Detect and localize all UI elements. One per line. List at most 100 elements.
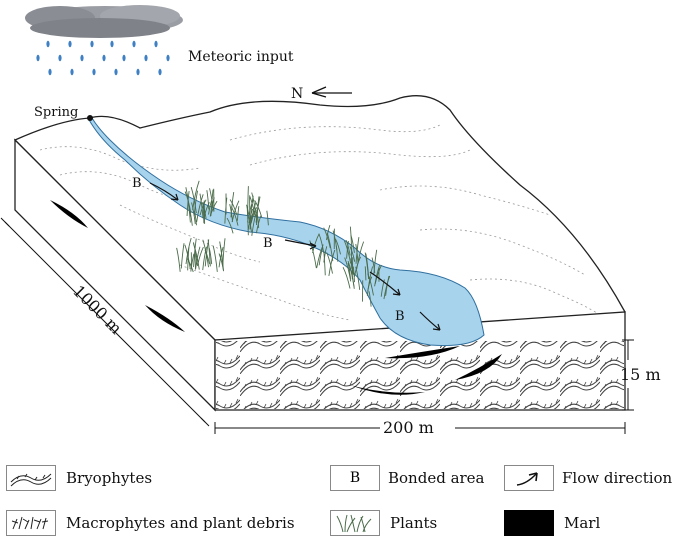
plant-blade bbox=[218, 247, 224, 268]
plant-blade bbox=[366, 266, 373, 296]
plant-blade bbox=[356, 241, 365, 270]
raindrop bbox=[58, 54, 62, 62]
plant-blade bbox=[309, 240, 317, 269]
plant-blade bbox=[364, 252, 370, 280]
plant-blade bbox=[218, 253, 225, 272]
plant-blade bbox=[355, 266, 361, 290]
plants-swatch bbox=[330, 510, 380, 536]
width-label: 200 m bbox=[383, 418, 434, 437]
plant-blade bbox=[373, 249, 378, 275]
plant-blade bbox=[246, 207, 249, 236]
plant-blade bbox=[344, 240, 352, 264]
raindrop bbox=[158, 68, 162, 76]
plant-blade bbox=[335, 245, 339, 262]
plant-blade bbox=[206, 190, 210, 210]
legend-label-bryophytes: Bryophytes bbox=[66, 469, 153, 487]
raindrop bbox=[132, 40, 136, 48]
plant-blade bbox=[266, 210, 269, 226]
plant-blade bbox=[312, 233, 320, 254]
plant-blade bbox=[184, 244, 191, 269]
legend-item-bonded: B Bonded area bbox=[330, 465, 485, 491]
north-arrow-icon bbox=[311, 86, 352, 98]
raindrop bbox=[110, 40, 114, 48]
plant-blade bbox=[364, 266, 367, 281]
plant-blade bbox=[186, 257, 194, 273]
plant-blade bbox=[231, 200, 240, 223]
plant-blade bbox=[368, 291, 372, 307]
plant-blade bbox=[347, 262, 351, 279]
legend-label-marl: Marl bbox=[564, 514, 601, 532]
width-dimension bbox=[214, 422, 626, 434]
raindrop bbox=[154, 40, 158, 48]
plant-blade bbox=[194, 211, 197, 226]
plant-blade bbox=[323, 246, 328, 263]
plant-blade bbox=[226, 217, 234, 234]
plant-blade bbox=[326, 252, 333, 274]
legend-item-plants: Plants bbox=[330, 510, 437, 536]
plant-blade bbox=[349, 246, 356, 262]
raindrop bbox=[102, 54, 106, 62]
flow-arrows bbox=[149, 182, 441, 331]
plant-blade bbox=[204, 239, 210, 267]
plant-blade bbox=[212, 245, 218, 272]
raindrop bbox=[80, 54, 84, 62]
plant-blade bbox=[196, 194, 204, 223]
legend-item-macrophytes: Macrophytes and plant debris bbox=[6, 510, 295, 536]
raindrop bbox=[46, 40, 50, 48]
plant-blade bbox=[251, 192, 257, 218]
bryophytes-swatch bbox=[6, 465, 56, 491]
plant-blade bbox=[193, 238, 197, 268]
raindrop bbox=[68, 40, 72, 48]
contour-lines bbox=[39, 124, 601, 321]
spring-point bbox=[87, 115, 93, 121]
plant-blade bbox=[254, 200, 263, 218]
marl-swatch bbox=[504, 510, 554, 536]
plant-blade bbox=[186, 194, 191, 223]
plant-blade bbox=[367, 276, 373, 292]
legend-label-macrophytes: Macrophytes and plant debris bbox=[66, 514, 295, 532]
bonded-marker: B bbox=[395, 309, 405, 324]
spring-label: Spring bbox=[34, 105, 78, 120]
plant-blade bbox=[185, 238, 192, 265]
bonded-swatch-letter: B bbox=[349, 470, 361, 486]
plant-blade bbox=[323, 251, 326, 276]
raindrop bbox=[70, 68, 74, 76]
rain-icon bbox=[36, 40, 170, 76]
meteoric-input-label: Meteoric input bbox=[188, 49, 294, 65]
plant-blade bbox=[374, 264, 381, 287]
plant-blade bbox=[342, 266, 351, 289]
plant-blade bbox=[345, 239, 351, 256]
raindrop bbox=[36, 54, 40, 62]
raindrop bbox=[114, 68, 118, 76]
plant-blade bbox=[230, 206, 239, 226]
plant-blade bbox=[344, 257, 352, 282]
legend-label-bonded: Bonded area bbox=[388, 469, 485, 487]
plants-cluster bbox=[176, 180, 391, 307]
plant-blade bbox=[249, 195, 256, 216]
plant-blade bbox=[197, 246, 204, 267]
legend-item-bryophytes: Bryophytes bbox=[6, 465, 152, 491]
plant-blade bbox=[180, 243, 185, 269]
plant-blade bbox=[219, 244, 224, 265]
plant-blade bbox=[380, 279, 385, 297]
cloud-icon bbox=[25, 5, 183, 38]
plant-blade bbox=[328, 249, 336, 276]
plant-blade bbox=[355, 237, 360, 264]
plant-blade bbox=[190, 253, 195, 272]
marl-lenses bbox=[50, 200, 502, 395]
stream-channel bbox=[87, 117, 485, 346]
plant-blade bbox=[318, 233, 325, 254]
plant-blade bbox=[176, 247, 181, 272]
plant-blade bbox=[318, 247, 323, 266]
raindrop bbox=[144, 54, 148, 62]
plant-blade bbox=[323, 227, 331, 249]
depth-label: 15 m bbox=[620, 365, 661, 384]
plant-blade bbox=[209, 200, 218, 217]
raindrop bbox=[92, 68, 96, 76]
raindrop bbox=[136, 68, 140, 76]
plant-blade bbox=[350, 234, 355, 253]
bonded-swatch: B bbox=[330, 465, 380, 491]
flow-swatch bbox=[504, 465, 554, 491]
plant-blade bbox=[371, 257, 376, 274]
plant-blade bbox=[190, 187, 197, 214]
